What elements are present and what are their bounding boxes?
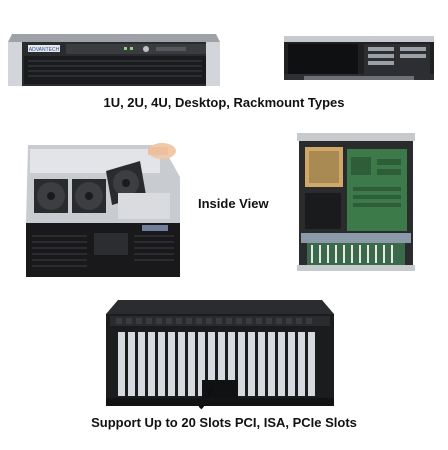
rackmount-front-photo: ADVANTECH — [8, 34, 220, 86]
chassis-open-fans-photo — [26, 143, 180, 277]
rackmount-front-brand: ADVANTECH — [29, 47, 60, 53]
caption-slots: Support Up to 20 Slots PCI, ISA, PCIe Sl… — [91, 415, 357, 430]
chassis-20-slot-photo — [106, 300, 334, 410]
caption-types: 1U, 2U, 4U, Desktop, Rackmount Types — [103, 95, 345, 110]
caption-inside: Inside View — [198, 196, 269, 211]
chassis-inside-top-photo — [297, 133, 415, 271]
rackmount-open-photo — [284, 36, 434, 80]
